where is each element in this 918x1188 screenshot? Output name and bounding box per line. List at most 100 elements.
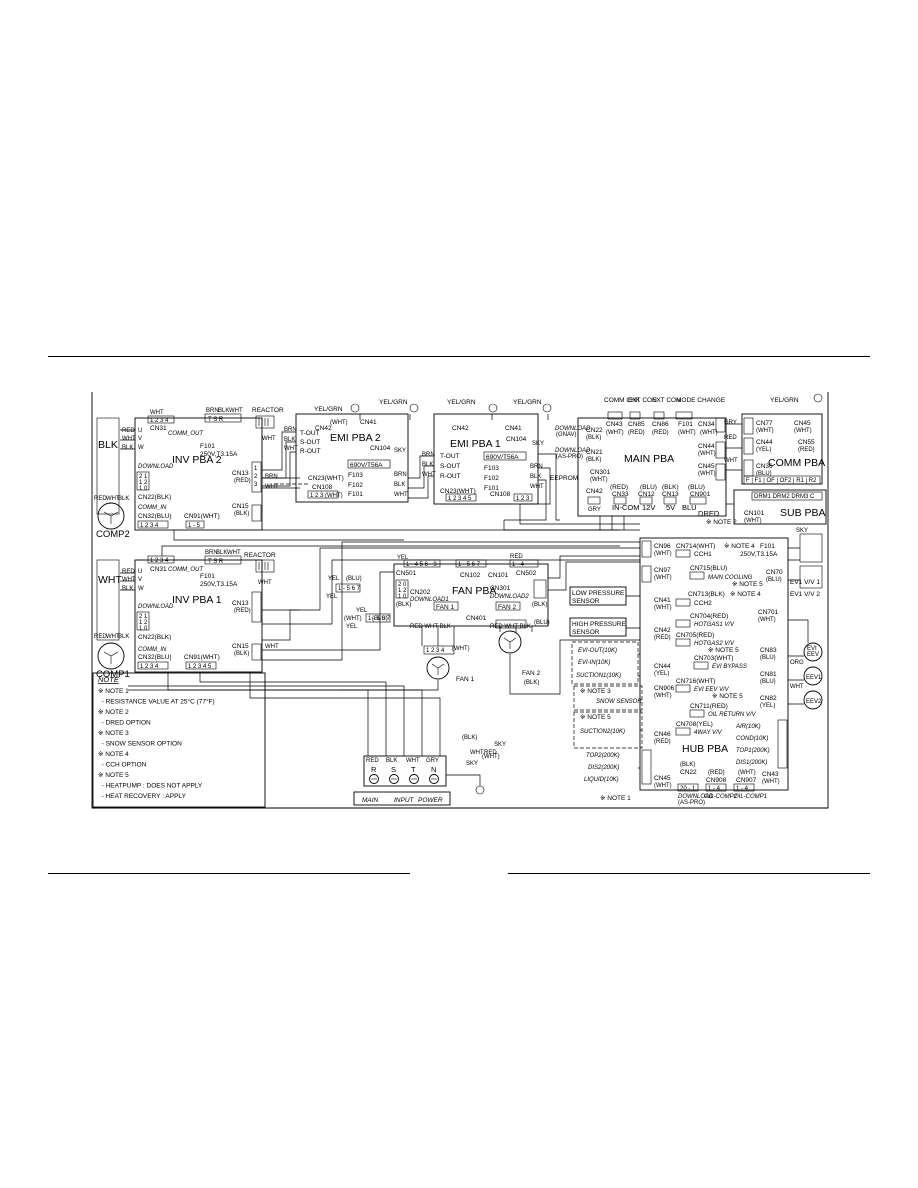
svg-text:MAIN: MAIN <box>362 797 379 804</box>
svg-text:SENSOR: SENSOR <box>572 598 600 605</box>
svg-text:BLK: BLK <box>530 474 541 480</box>
svg-text:CN91(WHT): CN91(WHT) <box>184 513 220 520</box>
high-pressure-sensor <box>569 617 627 637</box>
svg-text:CN86: CN86 <box>652 421 669 428</box>
svg-text:R-OUT: R-OUT <box>300 448 321 455</box>
svg-text:SKY: SKY <box>394 448 406 454</box>
svg-text:CN85: CN85 <box>628 421 645 428</box>
svg-text:CN301: CN301 <box>590 469 611 476</box>
svg-text:CN22: CN22 <box>680 769 697 776</box>
svg-text:WHT: WHT <box>106 496 120 502</box>
ground-icon <box>542 403 552 413</box>
terminal-label: S <box>391 765 396 774</box>
svg-text:CN13: CN13 <box>232 600 249 607</box>
svg-text:250V,T3.15A: 250V,T3.15A <box>740 551 778 558</box>
svg-text:S-OUT: S-OUT <box>440 463 460 470</box>
svg-text:(WHT): (WHT) <box>654 575 672 581</box>
svg-text:T-OUT: T-OUT <box>300 430 320 437</box>
svg-text:R-OUT: R-OUT <box>440 473 461 480</box>
notes-panel: NOTE ※ NOTE 1 - RESISTANCE VALUE AT 25°C… <box>92 672 266 808</box>
fan-pba-title: FAN PBA <box>452 585 496 597</box>
svg-text:CN32(BLU): CN32(BLU) <box>138 654 172 661</box>
svg-text:FAN 1: FAN 1 <box>436 604 454 611</box>
svg-text:SNOW SENSOR: SNOW SENSOR <box>596 699 642 705</box>
main-pba-board <box>577 417 727 517</box>
svg-text:CN45: CN45 <box>654 775 671 782</box>
svg-text:BRN: BRN <box>205 550 218 556</box>
ground-icon <box>409 403 419 413</box>
svg-text:250V,T3.15A: 250V,T3.15A <box>200 581 238 588</box>
svg-text:BLU: BLU <box>682 503 697 512</box>
svg-text:EEPROM: EEPROM <box>550 475 578 482</box>
notes-lines: ※ NOTE 1 - RESISTANCE VALUE AT 25°C (77°… <box>98 688 215 800</box>
svg-text:CN22: CN22 <box>586 427 603 434</box>
svg-text:AIR(10K): AIR(10K) <box>735 724 761 730</box>
svg-text:(WHT): (WHT) <box>590 477 608 483</box>
svg-text:(WHT): (WHT) <box>654 605 672 611</box>
svg-text:2 0: 2 0 <box>398 582 407 588</box>
high-pressure-switch-1 <box>799 533 823 563</box>
svg-text:CN101: CN101 <box>744 510 765 517</box>
svg-text:690V/T56A: 690V/T56A <box>350 462 383 469</box>
svg-text:BLK: BLK <box>118 496 129 502</box>
svg-text:(BLK): (BLK) <box>586 435 601 441</box>
svg-text:RED WHT BLK: RED WHT BLK <box>490 624 531 630</box>
terminal-screw-icon <box>409 774 419 784</box>
emi-pba-1: YEL/GRN YEL/GRN CN42 CN41 EMI PBA 1 CN10… <box>422 399 578 505</box>
svg-text:4WAY V/V: 4WAY V/V <box>694 730 723 736</box>
svg-text:F103: F103 <box>348 472 363 479</box>
svg-text:1 - 4: 1 - 4 <box>708 786 721 792</box>
terminal-label: T <box>411 765 416 774</box>
svg-text:CN901: CN901 <box>690 491 711 498</box>
svg-text:(BLK): (BLK) <box>586 457 601 463</box>
svg-text:WHT: WHT <box>265 644 279 650</box>
svg-text:CN906: CN906 <box>654 685 675 692</box>
notes-title: NOTE <box>98 675 120 684</box>
svg-text:F102: F102 <box>348 482 363 489</box>
svg-text:BLK: BLK <box>122 445 133 451</box>
svg-text:SKY: SKY <box>494 742 506 748</box>
svg-text:COND(10K): COND(10K) <box>736 736 768 742</box>
svg-text:1 2: 1 2 <box>139 480 148 486</box>
svg-text:(WHT): (WHT) <box>344 616 362 622</box>
svg-text:SKY: SKY <box>796 528 808 534</box>
svg-text:(RED): (RED) <box>654 739 671 745</box>
svg-text:※ NOTE 5: ※ NOTE 5 <box>708 647 739 654</box>
svg-text:WHT: WHT <box>265 484 279 490</box>
svg-text:CN42: CN42 <box>586 488 603 495</box>
svg-text:BRN: BRN <box>422 452 435 458</box>
svg-text:(WHT): (WHT) <box>654 693 672 699</box>
svg-text:CN34: CN34 <box>698 421 715 428</box>
svg-text:1 2 3 4: 1 2 3 4 <box>150 418 169 424</box>
evi-eev-icon <box>803 642 823 662</box>
diagram-frame <box>91 392 829 809</box>
svg-text:YEL/GRN: YEL/GRN <box>770 397 799 404</box>
svg-text:BRN: BRN <box>530 464 543 470</box>
svg-text:DOWNLOAD: DOWNLOAD <box>555 426 591 432</box>
svg-text:(BLK): (BLK) <box>234 511 249 517</box>
svg-text:SUCTION1(10K): SUCTION1(10K) <box>576 673 621 679</box>
note-line: - DRED OPTION <box>98 720 151 727</box>
ground-icon <box>488 403 498 413</box>
svg-text:(WHT): (WHT) <box>762 779 780 785</box>
svg-text:(BLU): (BLU) <box>640 484 657 491</box>
svg-text:(RED): (RED) <box>234 608 251 614</box>
svg-text:CN714(WHT): CN714(WHT) <box>676 543 715 550</box>
note-line: - HEATPUMP : DOES NOT APPLY <box>98 783 203 790</box>
svg-text:(BLU): (BLU) <box>760 655 776 661</box>
svg-text:GRY: GRY <box>588 507 601 513</box>
svg-text:1 2: 1 2 <box>139 620 148 626</box>
sub-pba-title: SUB PBA <box>780 507 826 519</box>
svg-text:CN41: CN41 <box>360 419 377 426</box>
svg-text:CN705(RED): CN705(RED) <box>676 632 714 639</box>
svg-text:(GNAV): (GNAV) <box>556 432 577 438</box>
eev2-icon <box>803 690 823 710</box>
svg-text:CN104: CN104 <box>370 445 391 452</box>
hub-pba-title: HUB PBA <box>682 743 728 755</box>
inv-pba-1-title: INV PBA 1 <box>172 594 222 606</box>
svg-text:(WHT): (WHT) <box>678 430 696 436</box>
